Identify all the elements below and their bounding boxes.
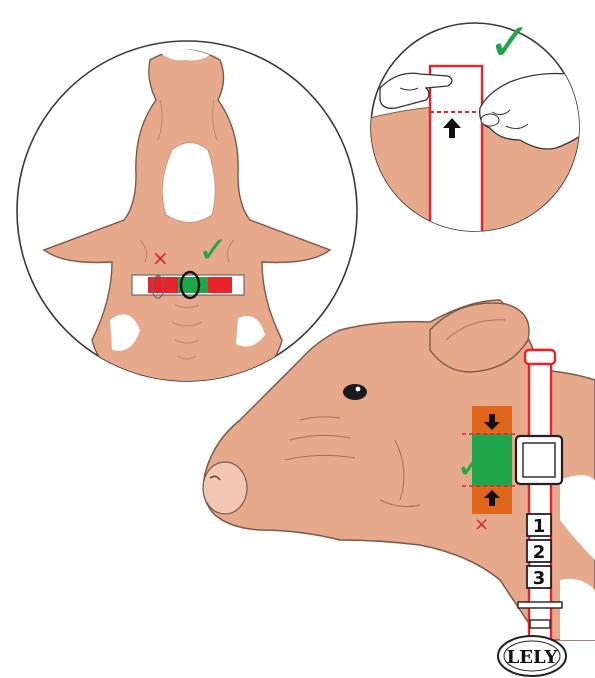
size-number-3: 3 [533,568,546,589]
cow-eye [343,384,367,400]
top-view-panel: × ✓ [17,41,357,390]
cross-icon: × [152,246,169,270]
cow-muzzle [203,462,247,514]
tightness-check-panel: ✓ [370,13,590,240]
cross-icon: × [474,514,489,535]
check-icon: ✓ [456,446,486,487]
size-number-2: 2 [533,542,546,563]
collar-strap-detail [430,66,482,238]
lely-logo: LELY [507,647,559,668]
check-icon: ✓ [198,230,228,271]
check-icon: ✓ [488,13,532,73]
size-number-1: 1 [533,516,546,537]
white-blaze [162,143,215,223]
